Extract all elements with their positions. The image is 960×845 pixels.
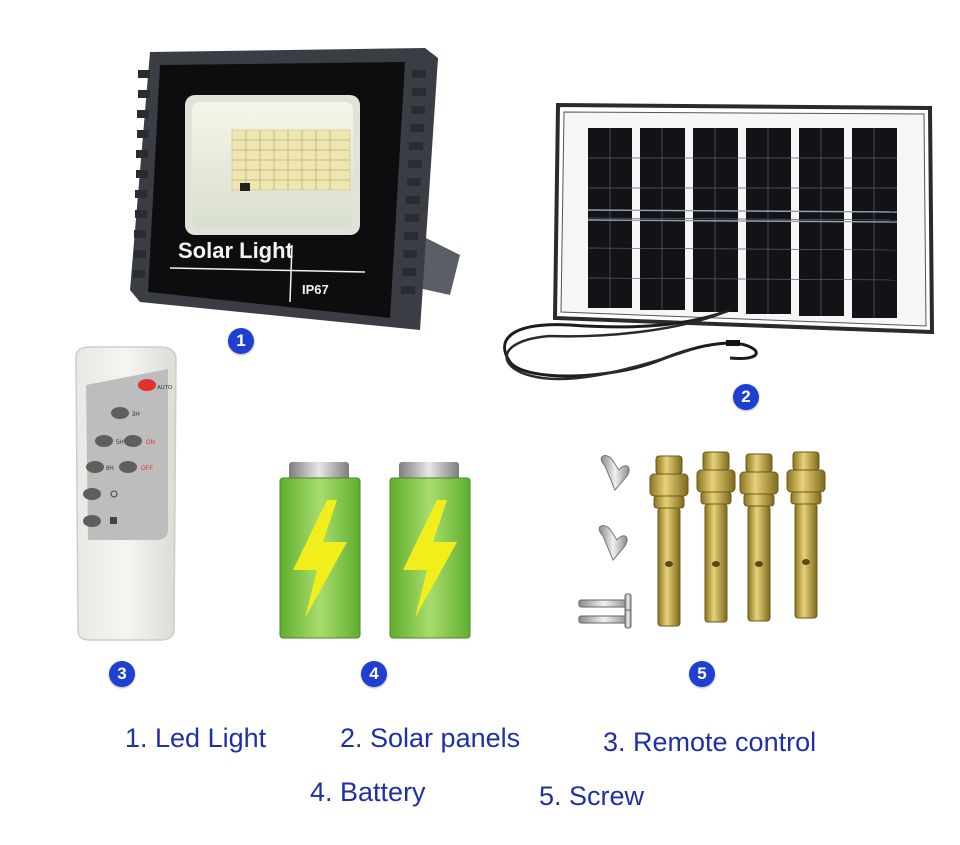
remote-label-off: OFF <box>141 466 153 472</box>
remote-label-8h: 8H <box>106 466 114 472</box>
remote-control-image: AUTO 3H 5H ON 8H OFF <box>75 346 177 641</box>
badge-4: 4 <box>361 661 387 687</box>
caption-remote-control: 3. Remote control <box>603 727 817 757</box>
remote-label-3h: 3H <box>132 412 140 418</box>
screws-image <box>578 451 826 629</box>
remote-label-auto: AUTO <box>157 385 173 391</box>
badge-2: 2 <box>733 384 759 410</box>
caption-led-light: 1. Led Light <box>125 723 267 753</box>
battery-image <box>279 462 471 639</box>
caption-screw: 5. Screw <box>539 781 645 811</box>
caption-battery: 4. Battery <box>310 777 426 807</box>
flood-light-rating-text: IP67 <box>302 282 329 297</box>
badge-1: 1 <box>228 328 254 354</box>
remote-label-on: ON <box>146 440 155 446</box>
solar-panel-image <box>503 102 935 381</box>
caption-solar-panels: 2. Solar panels <box>340 723 521 753</box>
badge-5: 5 <box>689 661 715 687</box>
flood-light-image: Solar Light IP67 <box>130 48 460 330</box>
flood-light-brand-text: Solar Light <box>178 238 294 263</box>
badge-3: 3 <box>109 661 135 687</box>
remote-label-5h: 5H <box>116 440 124 446</box>
